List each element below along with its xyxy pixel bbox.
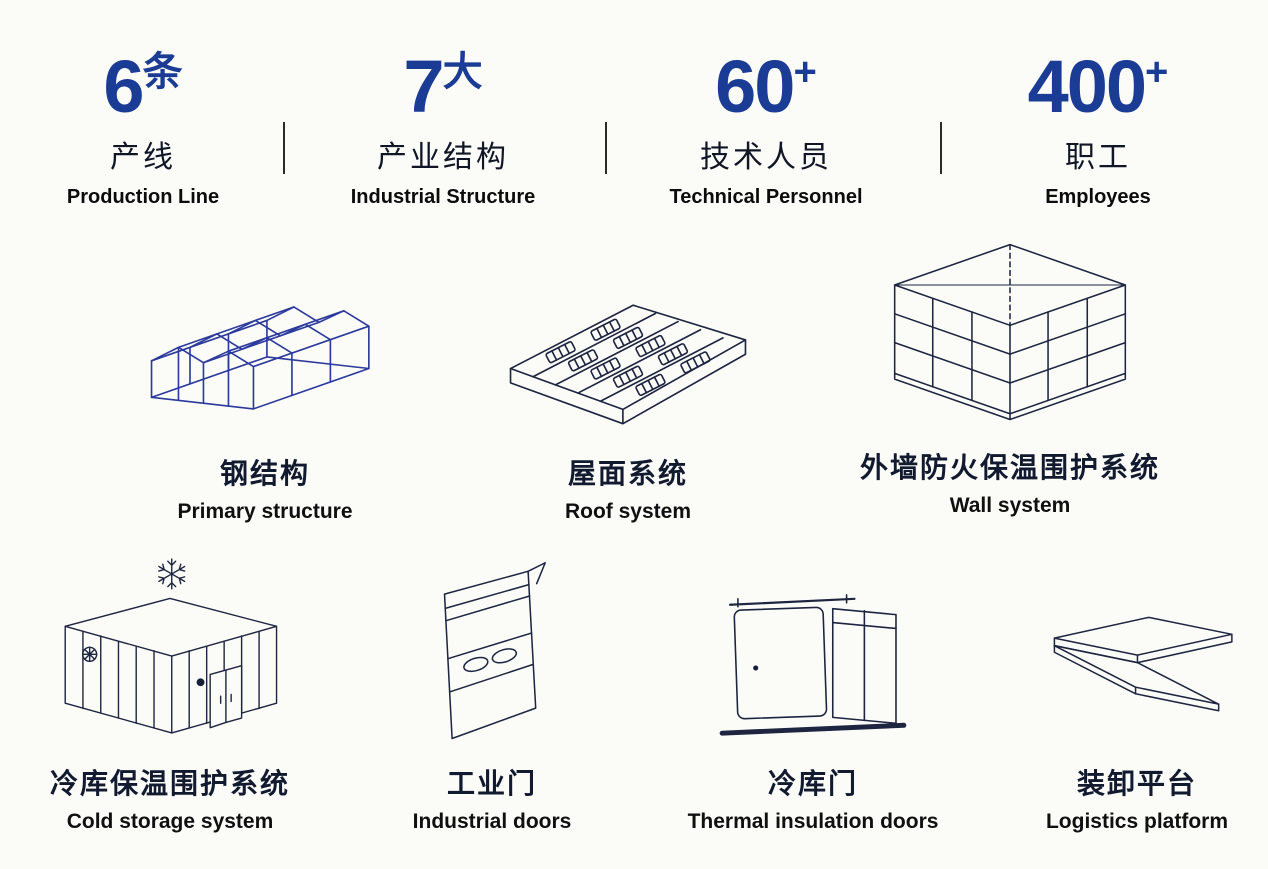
- product-wall-system: 外墙防火保温围护系统 Wall system: [820, 242, 1200, 518]
- product-label-en: Roof system: [564, 500, 692, 523]
- product-label-zh: 外墙防火保温围护系统: [859, 452, 1160, 483]
- product-cold-room-door: 冷库门 Thermal insulation doors: [648, 552, 978, 834]
- product-roof-system: 屋面系统 Roof system: [468, 248, 788, 524]
- snowflake-icon: [156, 558, 188, 590]
- cold-room-door-icon: [648, 552, 978, 748]
- product-label-zh: 工业门: [446, 768, 537, 799]
- stat-label-en: Industrial Structure: [350, 186, 536, 208]
- stat-label-en: Production Line: [66, 186, 220, 208]
- stat-label-zh: 职工: [1065, 141, 1131, 174]
- stat-number-row: 400 +: [968, 50, 1228, 124]
- steel-structure-icon: [90, 248, 440, 438]
- product-label-zh: 冷库保温围护系统: [49, 768, 290, 799]
- product-label-en: Cold storage system: [66, 810, 274, 833]
- cold-storage-icon: [2, 552, 338, 748]
- industrial-door-icon: [352, 552, 632, 748]
- product-steel-structure: 钢结构 Primary structure: [90, 248, 440, 524]
- stat-divider: [940, 122, 942, 174]
- product-label-zh: 钢结构: [219, 458, 310, 489]
- stat-industrial-structure: 7 大 产业结构 Industrial Structure: [313, 50, 573, 209]
- product-industrial-door: 工业门 Industrial doors: [352, 552, 632, 834]
- dock-leveler-icon: [982, 552, 1268, 748]
- stat-label-zh: 技术人员: [700, 141, 832, 174]
- stat-label-en: Technical Personnel: [669, 186, 863, 208]
- wall-system-icon: [820, 242, 1200, 432]
- stat-number-row: 60 +: [636, 50, 896, 124]
- product-label-en: Industrial doors: [412, 810, 572, 833]
- product-label-en: Primary structure: [177, 500, 353, 523]
- stat-number-row: 6 条: [13, 50, 273, 124]
- stat-number-row: 7 大: [313, 50, 573, 124]
- product-cold-storage: 冷库保温围护系统 Cold storage system: [2, 552, 338, 834]
- stat-unit: 大: [442, 50, 483, 94]
- stat-label-zh: 产业结构: [377, 141, 509, 174]
- stat-plus-sign: +: [1145, 50, 1169, 94]
- roof-system-icon: [468, 248, 788, 438]
- product-label-zh: 屋面系统: [567, 458, 688, 489]
- stat-number: 60: [715, 45, 795, 128]
- stat-number: 7: [403, 45, 444, 128]
- stat-plus-sign: +: [793, 50, 817, 94]
- product-dock-leveler: 装卸平台 Logistics platform: [982, 552, 1268, 834]
- product-label-en: Logistics platform: [1045, 810, 1229, 833]
- product-label-en: Wall system: [949, 494, 1071, 517]
- product-label-zh: 冷库门: [767, 768, 858, 799]
- product-label-zh: 装卸平台: [1076, 768, 1197, 799]
- stat-divider: [605, 122, 607, 174]
- stat-label-en: Employees: [1045, 186, 1151, 208]
- stat-employees: 400 + 职工 Employees: [968, 50, 1228, 209]
- stat-number: 6: [103, 45, 144, 128]
- stat-unit: 条: [142, 50, 183, 94]
- stat-technical-personnel: 60 + 技术人员 Technical Personnel: [636, 50, 896, 209]
- stat-production-line: 6 条 产线 Production Line: [13, 50, 273, 209]
- product-label-en: Thermal insulation doors: [687, 810, 939, 833]
- stat-divider: [283, 122, 285, 174]
- stat-number: 400: [1027, 45, 1147, 128]
- stat-label-zh: 产线: [110, 141, 176, 174]
